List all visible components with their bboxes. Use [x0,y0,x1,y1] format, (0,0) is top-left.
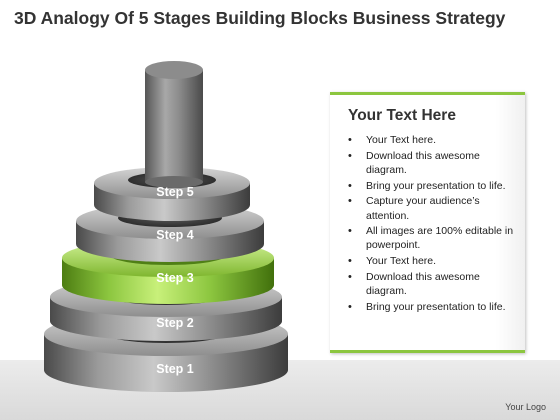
center-pillar [145,61,203,188]
panel-title: Your Text Here [348,107,456,124]
step-label-1: Step 1 [156,362,194,376]
slide-title: 3D Analogy Of 5 Stages Building Blocks B… [14,8,506,28]
bullet-item: Bring your presentation to life. [348,300,518,314]
footer-logo: Your Logo [505,402,546,412]
bullet-item: Bring your presentation to life. [348,179,518,193]
bullet-item: Download this awesome diagram. [348,149,518,177]
step-label-5: Step 5 [156,185,194,199]
step-label-4: Step 4 [156,228,194,242]
bullet-item: All images are 100% editable in powerpoi… [348,224,518,252]
bullet-item: Your Text here. [348,254,518,268]
text-panel: Your Text Here Your Text here. Download … [330,92,525,353]
step-label-2: Step 2 [156,316,194,330]
step-label-3: Step 3 [156,271,194,285]
bullet-item: Download this awesome diagram. [348,270,518,298]
bullet-item: Capture your audience’s attention. [348,194,518,222]
bullet-list: Your Text here. Download this awesome di… [348,133,518,315]
bullet-item: Your Text here. [348,133,518,147]
